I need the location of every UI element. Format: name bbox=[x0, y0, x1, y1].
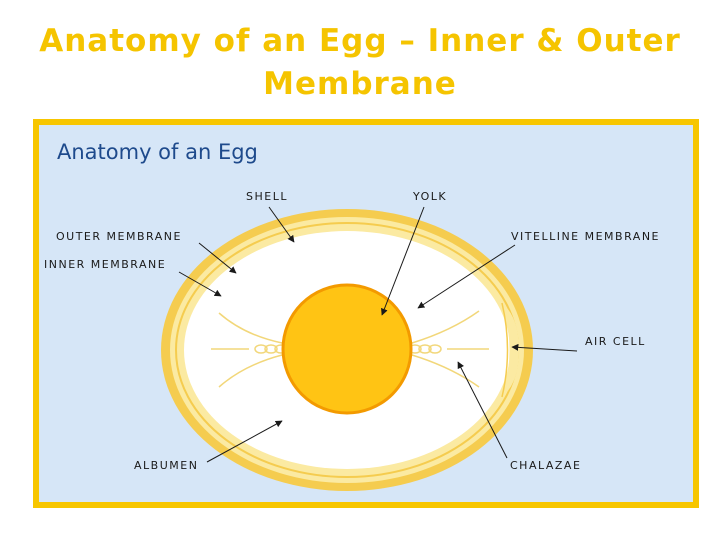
air-cell-boundary bbox=[501, 302, 509, 398]
slide-title-line-1: Anatomy of an Egg – Inner & Outer bbox=[39, 23, 681, 59]
label-outer-membrane: OUTER MEMBRANE bbox=[56, 230, 182, 243]
leader-vitelline-membrane bbox=[417, 244, 516, 309]
leader-albumen bbox=[206, 420, 283, 463]
label-chalazae: CHALAZAE bbox=[510, 459, 581, 472]
egg-yolk bbox=[281, 283, 413, 415]
leader-shell bbox=[268, 206, 295, 243]
label-yolk: YOLK bbox=[412, 190, 447, 203]
egg-diagram-frame: Anatomy of an Egg SHE bbox=[33, 119, 699, 508]
slide-title-line-2: Membrane bbox=[263, 66, 457, 102]
leader-yolk bbox=[381, 206, 425, 316]
leader-air-cell bbox=[511, 343, 578, 352]
label-vitelline-membrane: VITELLINE MEMBRANE bbox=[511, 230, 660, 243]
air-cell bbox=[502, 303, 519, 397]
slide-title: Anatomy of an Egg – Inner & Outer Membra… bbox=[0, 20, 720, 106]
diagram-heading: Anatomy of an Egg bbox=[57, 140, 258, 164]
label-air-cell: AIR CELL bbox=[585, 335, 646, 348]
label-shell: SHELL bbox=[246, 190, 288, 203]
label-albumen: ALBUMEN bbox=[134, 459, 198, 472]
chalaza-right bbox=[408, 310, 489, 388]
leader-chalazae bbox=[457, 361, 508, 459]
egg-anatomy-diagram: Anatomy of an Egg SHE bbox=[44, 140, 660, 491]
label-inner-membrane: INNER MEMBRANE bbox=[44, 258, 166, 271]
leader-outer-membrane bbox=[198, 242, 237, 274]
chalaza-left bbox=[211, 312, 288, 388]
leader-inner-membrane bbox=[178, 271, 222, 297]
